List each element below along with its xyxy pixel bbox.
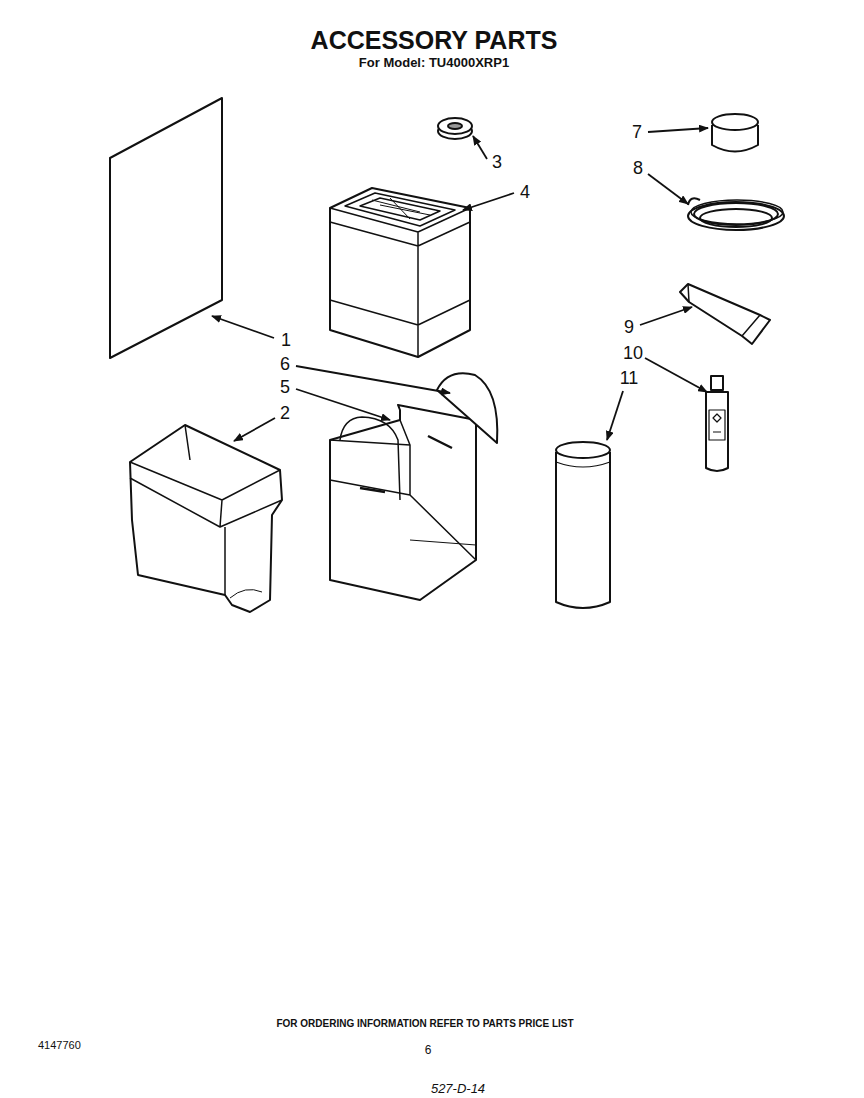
callout-number: 5 [280, 378, 290, 396]
handwritten-code: 527-D-14 [431, 1082, 485, 1095]
document-number: 4147760 [38, 1040, 81, 1051]
callout-number: 8 [633, 159, 643, 177]
footer-note: FOR ORDERING INFORMATION REFER TO PARTS … [276, 1019, 573, 1029]
callout-number: 3 [492, 153, 502, 171]
callout-number: 4 [520, 183, 530, 201]
page-title: ACCESSORY PARTS [311, 28, 558, 53]
callout-number: 11 [620, 369, 639, 387]
callout-number: 6 [280, 355, 290, 373]
model-subtitle: For Model: TU4000XRP1 [359, 56, 509, 69]
callout-number: 7 [632, 123, 642, 141]
callout-number: 10 [623, 344, 643, 362]
callout-number: 1 [281, 331, 291, 349]
page-number: 6 [425, 1044, 432, 1056]
callout-number: 2 [280, 404, 290, 422]
callout-number: 9 [624, 318, 634, 336]
